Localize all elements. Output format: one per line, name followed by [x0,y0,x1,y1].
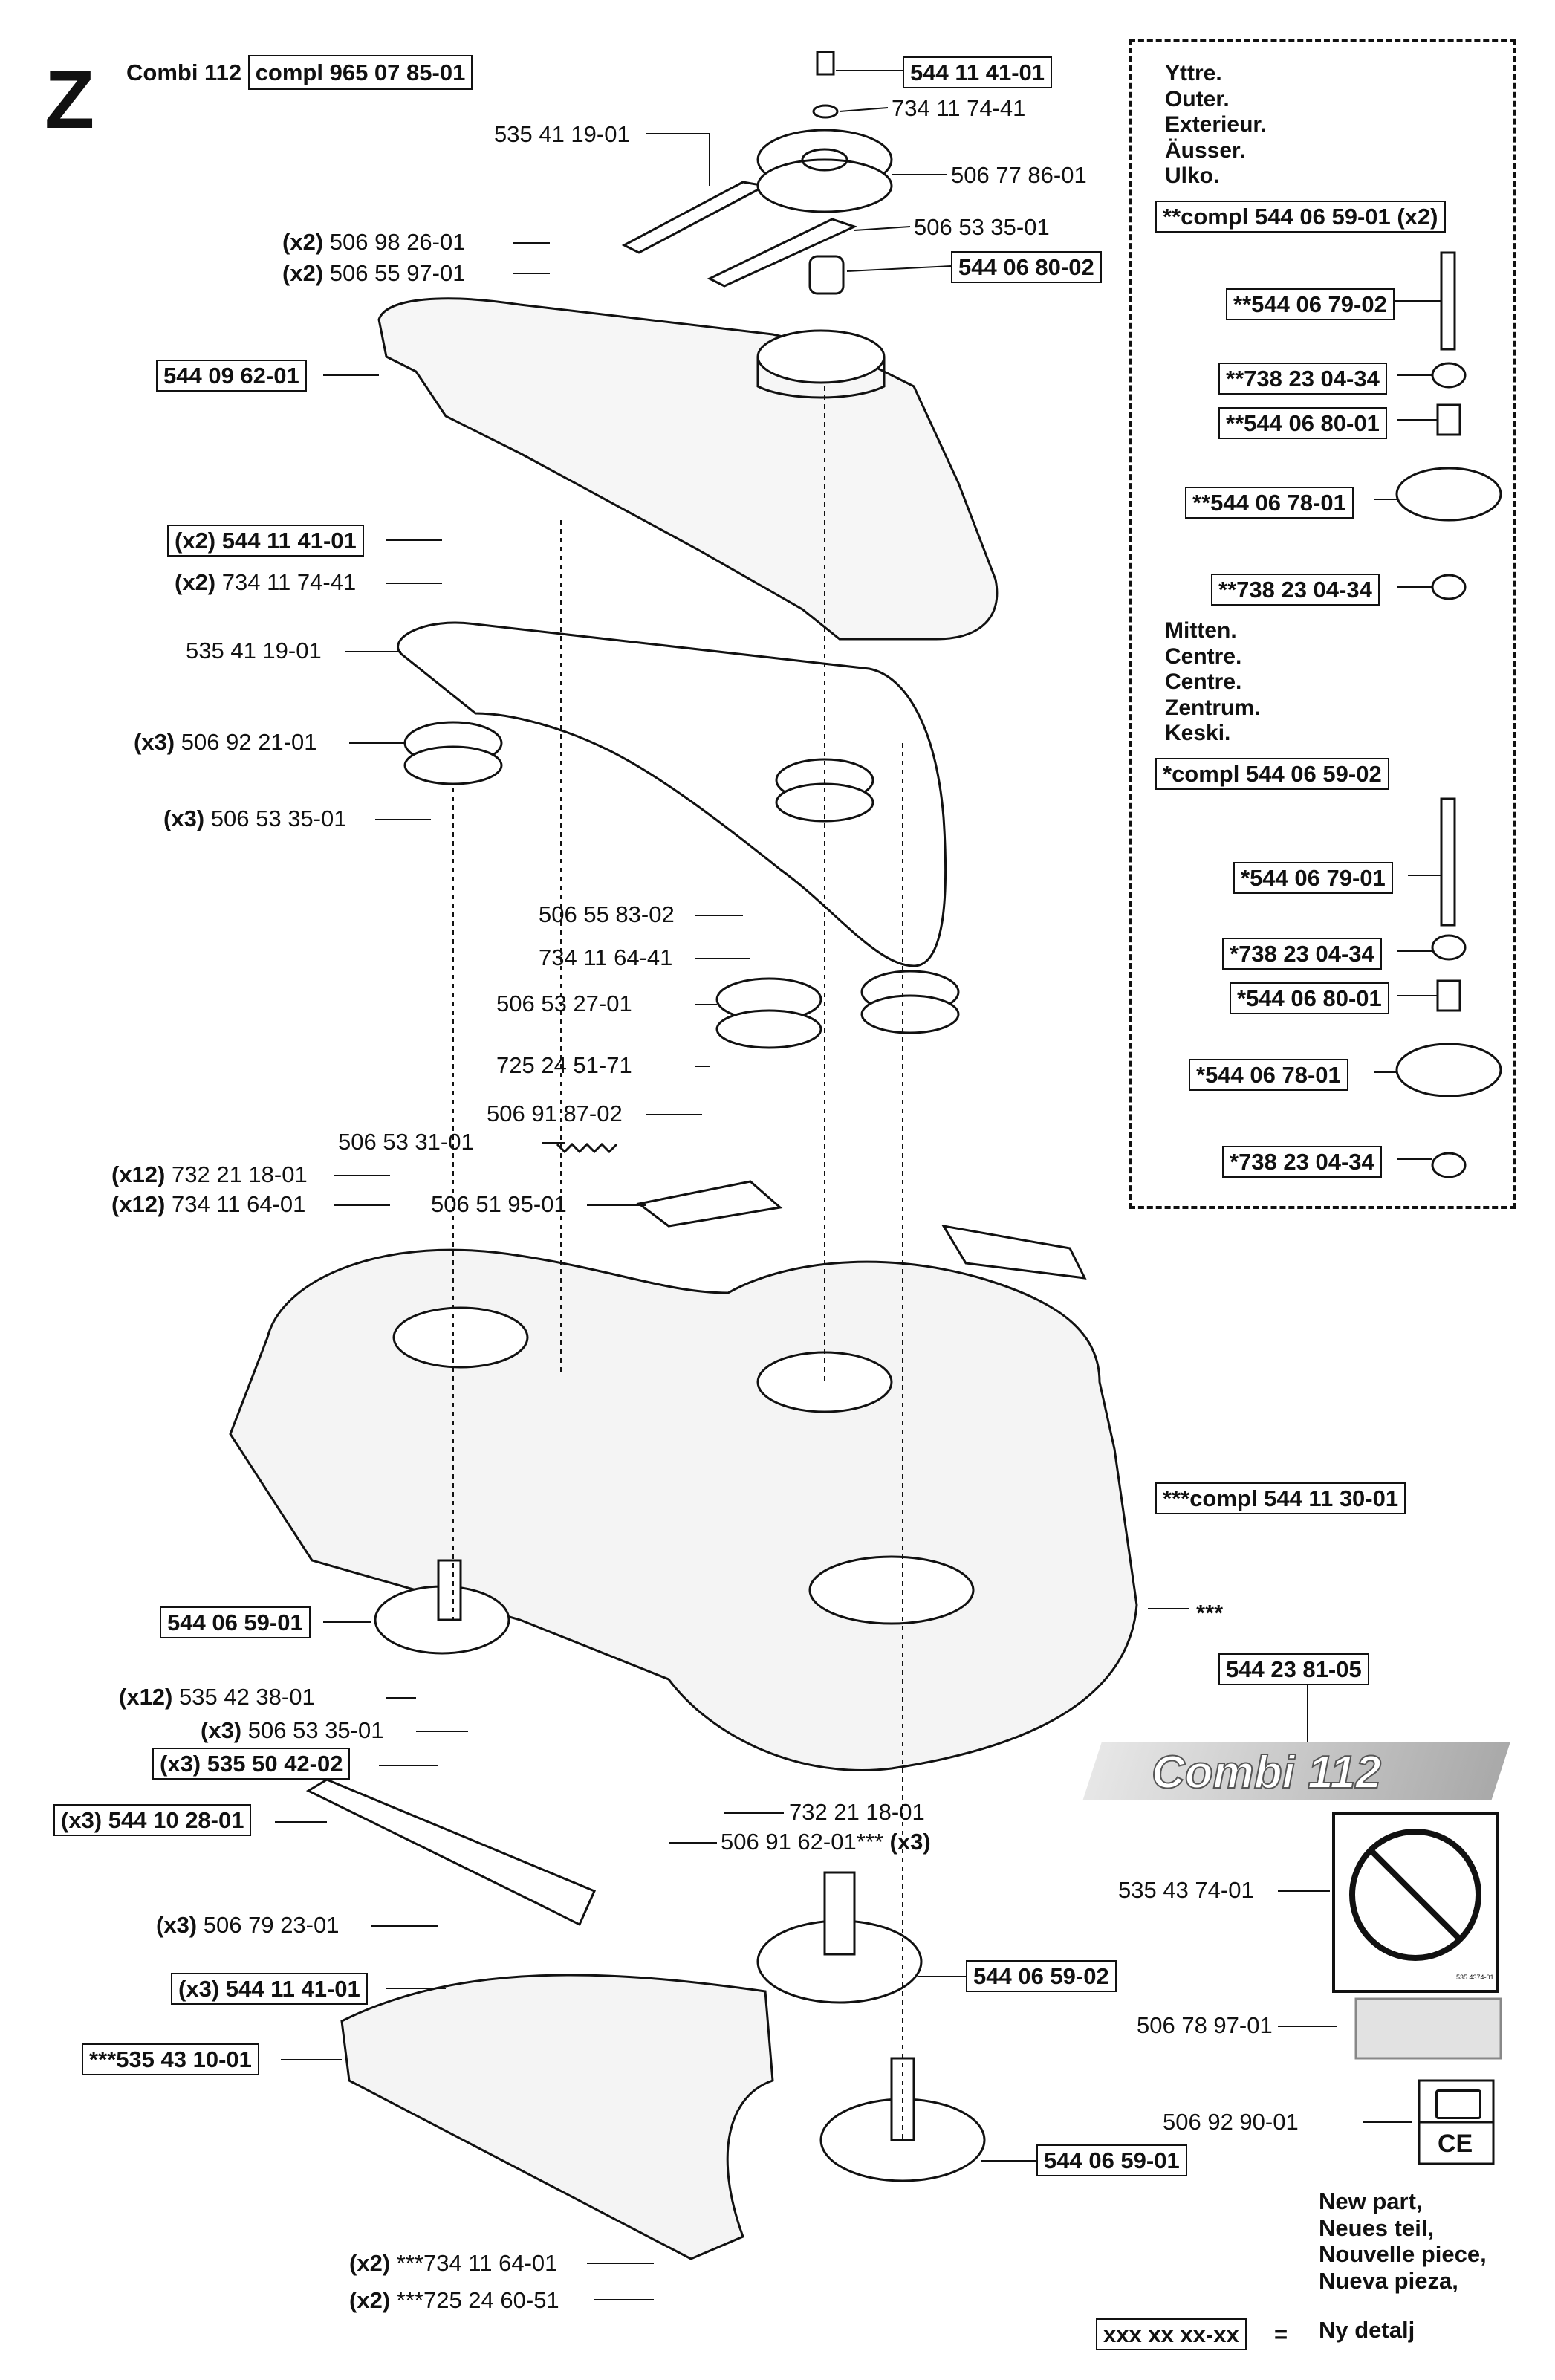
qty: (x2) [282,260,324,286]
part-label: (x3) 535 50 42-02 [152,1748,351,1780]
part-label: 535 42 38-01 [179,1684,315,1710]
info-icon [1435,2089,1481,2119]
new-part-legend-last: Ny detalj [1319,2317,1415,2343]
part-label: ***725 24 60-51 [396,2287,559,2313]
part-label: 506 92 21-01 [181,729,317,755]
part-label: ***compl 544 11 30-01 [1155,1482,1406,1514]
part-label: 506 91 87-02 [487,1100,623,1126]
section-letter: Z [45,54,95,146]
part-label: 544 06 59-02 [966,1960,1117,1992]
new-part-box: xxx xx xx-xx [1096,2318,1247,2350]
part-label: 506 79 23-01 [203,1912,340,1938]
part-label: 734 11 64-41 [539,944,673,970]
part-label: **738 23 04-34 [1211,574,1380,606]
part-label: 506 51 95-01 [431,1191,567,1217]
part-label: (x2) 544 11 41-01 [167,525,364,557]
part-label: 506 91 62-01*** [721,1829,883,1855]
part-label: (x3) 544 11 41-01 [171,1973,368,2005]
part-label: *544 06 78-01 [1189,1059,1348,1091]
new-part-legend: New part,Neues teil,Nouvelle piece,Nueva… [1319,2188,1487,2294]
part-label: *** [1196,1600,1224,1626]
part-label: *compl 544 06 59-02 [1155,758,1389,790]
part-label: 544 06 59-01 [160,1606,311,1638]
part-label: 544 23 81-05 [1218,1653,1369,1685]
part-label: 734 11 64-01 [172,1191,306,1217]
part-label: *738 23 04-34 [1222,1146,1382,1178]
part-label: 535 41 19-01 [186,638,322,664]
part-label: 725 24 51-71 [496,1052,632,1078]
model-name: Combi 112 [126,59,242,85]
model-title: Combi 112 compl 965 07 85-01 [126,55,473,90]
part-label: 506 53 27-01 [496,990,632,1016]
part-label: 506 92 90-01 [1163,2109,1299,2135]
part-label: 544 09 62-01 [156,360,307,392]
part-label: **544 06 80-01 [1218,407,1387,439]
part-label: 544 11 41-01 [903,56,1053,88]
part-label: 506 53 35-01 [210,805,347,831]
part-label: 506 98 26-01 [329,229,466,255]
part-label: 544 06 80-02 [951,251,1102,283]
part-label: 506 53 35-01 [247,1717,384,1743]
part-label: 732 21 18-01 [789,1799,925,1825]
part-label: **544 06 79-02 [1226,288,1395,320]
qty: (x2) [282,229,324,255]
decal-code: 535 4374-01 [1456,1974,1494,1981]
outer-languages: Yttre.Outer.Exterieur.Äusser.Ulko. [1165,61,1267,188]
part-label: 506 53 31-01 [338,1129,474,1155]
part-label: 734 11 74-41 [221,569,357,595]
part-label: 535 41 19-01 [494,121,630,147]
part-label: 544 06 59-01 [1036,2144,1187,2176]
part-label: 732 21 18-01 [172,1161,308,1187]
spindle-inset [1129,39,1516,1209]
ce-mark: CE [1438,2130,1473,2158]
model-compl-box: compl 965 07 85-01 [247,55,473,90]
part-label: *738 23 04-34 [1222,938,1382,970]
part-label: 506 55 83-02 [539,901,675,927]
part-label: 506 53 35-01 [914,214,1050,240]
part-label: **compl 544 06 59-01 (x2) [1155,201,1446,233]
part-label: 506 55 97-01 [329,260,466,286]
part-label: **544 06 78-01 [1185,487,1354,519]
part-label: 734 11 74-41 [892,95,1026,121]
part-label: (x3) 544 10 28-01 [53,1804,252,1836]
part-label: *544 06 80-01 [1230,982,1389,1014]
part-label: **738 23 04-34 [1218,363,1387,395]
part-label: 535 43 74-01 [1118,1877,1254,1903]
part-label: *544 06 79-01 [1233,862,1393,894]
part-label: 506 78 97-01 [1137,2012,1273,2038]
part-label: ***535 43 10-01 [82,2043,259,2075]
model-banner-text: Combi 112 [1151,1746,1382,1799]
part-label: 506 77 86-01 [951,162,1087,188]
equals-sign: = [1274,2321,1288,2347]
centre-languages: Mitten.Centre.Centre.Zentrum.Keski. [1165,618,1261,745]
part-label: ***734 11 64-01 [396,2250,558,2276]
